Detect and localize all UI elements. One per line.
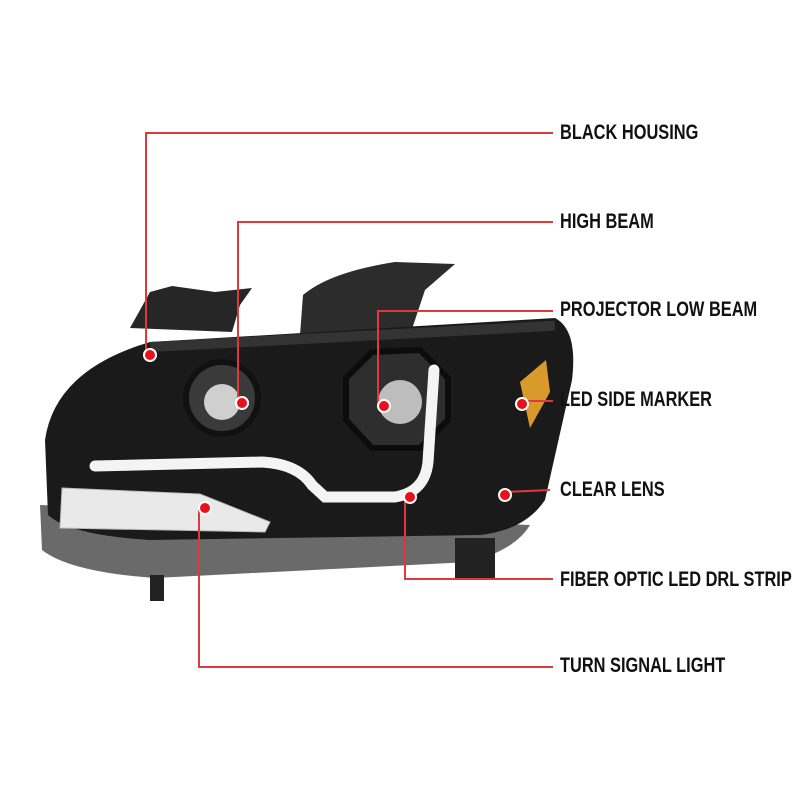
- turn-signal-lens: [59, 487, 271, 533]
- leader-black-housing: [145, 132, 553, 352]
- mounting-bracket-center: [300, 262, 455, 335]
- marker-dot-turn-signal: [198, 501, 212, 515]
- label-fiber-optic-led-drl-strip: FIBER OPTIC LED DRL STRIP: [560, 568, 792, 591]
- label-high-beam: HIGH BEAM: [560, 210, 654, 233]
- marker-dot-led-side-marker: [515, 397, 529, 411]
- leader-turn-signal: [198, 508, 553, 668]
- drl-strip: [89, 364, 440, 503]
- label-clear-lens: CLEAR LENS: [560, 478, 665, 501]
- leader-clear-lens: [504, 489, 551, 493]
- marker-dot-clear-lens: [498, 488, 512, 502]
- label-black-housing: BLACK HOUSING: [560, 121, 699, 144]
- marker-dot-projector-low-beam: [377, 399, 391, 413]
- side-marker: [520, 360, 550, 428]
- label-turn-signal-light: TURN SIGNAL LIGHT: [560, 654, 726, 677]
- label-projector-low-beam: PROJECTOR LOW BEAM: [560, 298, 758, 321]
- marker-dot-black-housing: [143, 348, 157, 362]
- leader-projector-low-beam: [377, 310, 553, 403]
- marker-dot-fiber-optic: [403, 490, 417, 504]
- mounting-bracket-left: [130, 286, 252, 332]
- leader-high-beam: [237, 221, 553, 400]
- label-led-side-marker: LED SIDE MARKER: [560, 388, 712, 411]
- marker-dot-high-beam: [235, 396, 249, 410]
- leader-fiber-optic: [404, 497, 553, 580]
